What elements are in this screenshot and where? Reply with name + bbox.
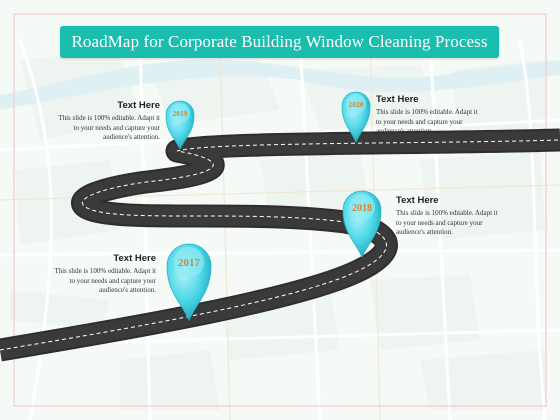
callout-heading: Text Here: [376, 94, 419, 105]
callout-heading: Text Here: [396, 195, 439, 206]
milestone-callout-2020: Text Here This slide is 100% editable. A…: [376, 94, 526, 137]
callout-line: to your needs and capture your: [376, 117, 463, 126]
milestone-year: 2017: [178, 257, 201, 269]
slide-frame: [13, 13, 547, 407]
milestone-year: 2019: [173, 109, 188, 118]
callout-line: audience's attention.: [99, 286, 156, 295]
callout-body: This slide is 100% editable. Adapt it to…: [32, 114, 160, 143]
milestone-year: 2020: [349, 100, 364, 109]
callout-line: This slide is 100% editable. Adapt it: [376, 108, 478, 116]
callout-line: This slide is 100% editable. Adapt it: [58, 114, 160, 122]
callout-line: to your needs and capture your: [69, 276, 157, 285]
milestone-callout-2019: Text Here This slide is 100% editable. A…: [32, 100, 160, 143]
callout-body: This slide is 100% editable. Adapt it to…: [376, 108, 526, 137]
callout-line: audience's attention.: [396, 228, 453, 237]
callout-line: audience's attention.: [103, 133, 160, 142]
callout-line: audience's attention.: [376, 127, 433, 136]
callout-heading: Text Here: [117, 100, 160, 111]
callout-line: to your needs and capture your: [396, 218, 483, 227]
callout-line: This slide is 100% editable. Adapt it: [54, 267, 156, 275]
callout-line: This slide is 100% editable. Adapt it: [396, 209, 498, 217]
callout-body: This slide is 100% editable. Adapt it to…: [28, 267, 156, 296]
callout-heading: Text Here: [113, 253, 156, 264]
callout-body: This slide is 100% editable. Adapt it to…: [396, 209, 536, 238]
page-title: RoadMap for Corporate Building Window Cl…: [71, 32, 488, 51]
milestone-marker-2018: 2018: [342, 190, 382, 258]
milestone-callout-2017: Text Here This slide is 100% editable. A…: [28, 253, 156, 296]
callout-line: to your needs and capture your: [73, 123, 161, 132]
road-center-line: [0, 139, 560, 351]
title-banner: RoadMap for Corporate Building Window Cl…: [60, 26, 499, 58]
milestone-marker-2020: 2020: [341, 91, 371, 144]
milestone-marker-2017: 2017: [166, 243, 212, 321]
milestone-year: 2018: [352, 203, 372, 214]
road: [0, 128, 560, 362]
milestone-callout-2018: Text Here This slide is 100% editable. A…: [396, 195, 536, 238]
milestone-marker-2019: 2019: [165, 100, 195, 150]
map-streets: [0, 39, 560, 420]
